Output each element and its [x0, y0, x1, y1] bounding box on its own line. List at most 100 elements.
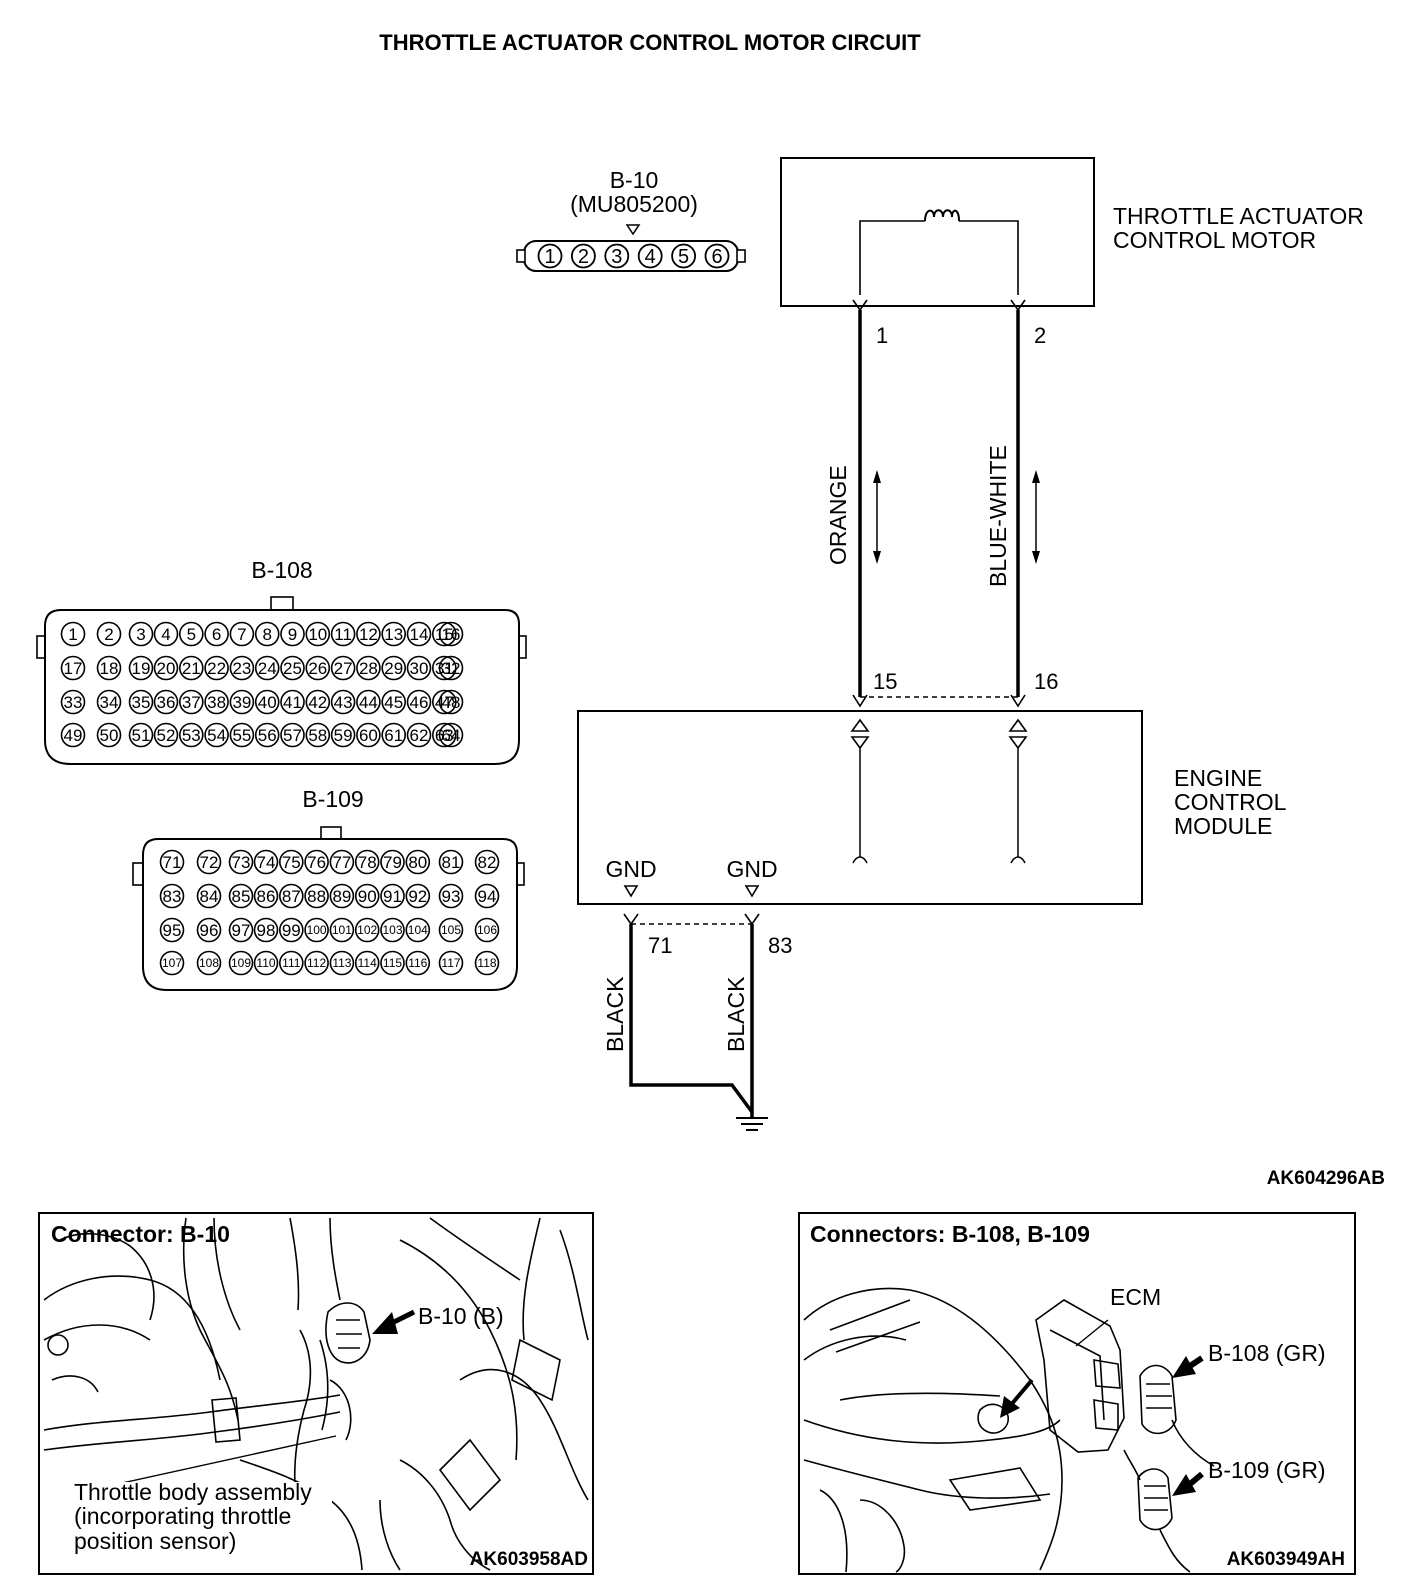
connector-b10-name: B-10	[610, 167, 659, 193]
connector-b109-pin-71	[159, 849, 185, 875]
connector-b109-pin-label: 83	[163, 887, 182, 906]
connector-b109-pin-106	[474, 917, 500, 943]
connector-b108-pin-label: 8	[262, 625, 271, 644]
connector-b109-pin-label: 82	[478, 853, 497, 872]
connector-b10-pin-6	[704, 243, 730, 269]
connector-b108-pin-label: 21	[182, 659, 201, 678]
ecm-pin-16: 16	[1034, 669, 1058, 694]
connector-b108-pin-label: 10	[308, 625, 327, 644]
connector-b109-pin-86	[253, 883, 279, 909]
connector-b108-pin-3	[128, 621, 154, 647]
engine-control-module: ENGINE CONTROL MODULE GND GND	[577, 694, 1287, 905]
connector-b108-pin-label: 61	[384, 726, 403, 745]
connector-b109-pin-116	[405, 950, 431, 976]
connector-b10-key-icon	[625, 224, 641, 236]
connector-b108-pin-label: 12	[359, 625, 378, 644]
ecm-box	[577, 710, 1143, 905]
ecm-label-line2: CONTROL	[1174, 789, 1287, 815]
connector-b109-pin-label: 76	[307, 853, 326, 872]
connector-b108-pin-label: 7	[237, 625, 246, 644]
connector-b108-pin-35	[128, 689, 154, 715]
connector-b108-pin-55	[229, 722, 255, 748]
connector-b109-pin-100	[304, 917, 329, 943]
connector-b109-pin-77	[329, 849, 355, 875]
connector-b108-pin-label: 33	[64, 693, 83, 712]
connector-b109-pin-label: 118	[477, 956, 496, 970]
connector-b108-pin-label: 29	[384, 659, 403, 678]
connector-b108-pin-52	[153, 722, 179, 748]
connector-b108-pin-label: 9	[288, 625, 297, 644]
connector-b108-pin-label: 43	[334, 693, 353, 712]
connector-b108-pin-label: 42	[308, 693, 327, 712]
connector-b108-pin-label: 62	[410, 726, 429, 745]
connector-b109-pin-89	[329, 883, 355, 909]
connector-b109-pin-label: 84	[200, 887, 219, 906]
connector-b10-pin-label: 3	[611, 246, 622, 268]
photo-b10-note-line3: position sensor)	[74, 1528, 236, 1554]
connector-b108-pin-6	[204, 621, 229, 647]
connector-b108-pin-42	[305, 689, 331, 715]
connector-b109-pin-label: 99	[282, 921, 301, 940]
connector-b109-pin-label: 95	[163, 921, 182, 940]
connector-b108-pin-label: 39	[232, 693, 251, 712]
throttle-motor-box	[780, 157, 1095, 307]
connector-b109-pin-83	[159, 883, 185, 909]
connector-b108-pin-14	[406, 621, 432, 647]
connector-b109-pin-85	[228, 883, 254, 909]
connector-b109-pin-label: 109	[231, 956, 251, 970]
connector-b109-pin-label: 85	[232, 887, 251, 906]
connector-b109-pin-93	[438, 883, 464, 909]
signal-direction-arrow-right	[1032, 470, 1040, 564]
connector-b108-pin-label: 49	[64, 726, 83, 745]
connector-b108-pin-38	[204, 689, 229, 715]
connector-b108-pin-label: 54	[207, 726, 226, 745]
motor-label-line2: CONTROL MOTOR	[1113, 227, 1316, 253]
connector-b109-pin-82	[474, 849, 500, 875]
photo-ecm-arrow-b108	[1172, 1355, 1204, 1378]
gnd-terminal-83-icon	[744, 913, 760, 926]
ecm-pin-15: 15	[873, 669, 897, 694]
connector-b108-pin-30	[406, 655, 432, 681]
connector-b109-pin-label: 111	[282, 956, 301, 970]
connector-b109-pin-label: 110	[256, 956, 275, 970]
connector-b108-pin-33	[60, 689, 86, 715]
connector-b109-pin-label: 78	[358, 853, 377, 872]
ecm-gnd-a-icon	[623, 885, 639, 898]
connector-b10-pin-label: 1	[544, 246, 555, 268]
connector-b109-pin-73	[228, 849, 254, 875]
connector-b109-pin-80	[405, 849, 431, 875]
connector-b109-pin-label: 101	[332, 923, 352, 937]
connector-b10-pin-4	[637, 243, 663, 269]
connector-b10-part: (MU805200)	[570, 191, 698, 217]
connector-b109-pin-label: 90	[358, 887, 377, 906]
connector-b108-pin-label: 56	[258, 726, 277, 745]
ecm-gnd-b-icon	[744, 885, 760, 898]
ecm-internal-end-15-icon	[852, 856, 868, 864]
connector-b108-pin-label: 45	[384, 693, 403, 712]
gnd-pin-83: 83	[768, 933, 792, 958]
connector-b108-pin-label: 57	[283, 726, 302, 745]
connector-b108-pin-7	[229, 621, 255, 647]
connector-b108-pin-22	[204, 655, 229, 681]
connector-b108-pin-29	[381, 655, 407, 681]
connector-b108-pin-label: 53	[182, 726, 201, 745]
connector-b109-pin-105	[438, 917, 464, 943]
connector-b108-pin-56	[254, 722, 280, 748]
connector-b109-pin-label: 103	[382, 923, 402, 937]
connector-b108-pin-label: 55	[232, 726, 251, 745]
connector-b109-pin-75	[278, 849, 304, 875]
ecm-io-16-icon	[1008, 718, 1028, 750]
connector-b109-pin-label: 97	[232, 921, 251, 940]
connector-b108-pin-19	[128, 655, 154, 681]
photo-b10-ref-code: AK603958AD	[470, 1549, 588, 1570]
connector-b10-latch-left	[516, 249, 526, 263]
connector-b108-pin-label: 48	[442, 693, 461, 712]
connector-b108-pin-label: 59	[334, 726, 353, 745]
connector-b109-pin-87	[278, 883, 304, 909]
connector-b108-pin-5	[179, 621, 204, 647]
photo-ecm-arrow-b109	[1172, 1471, 1204, 1496]
connector-b109-pin-78	[354, 849, 380, 875]
photo-ecm-frame	[798, 1212, 1356, 1575]
